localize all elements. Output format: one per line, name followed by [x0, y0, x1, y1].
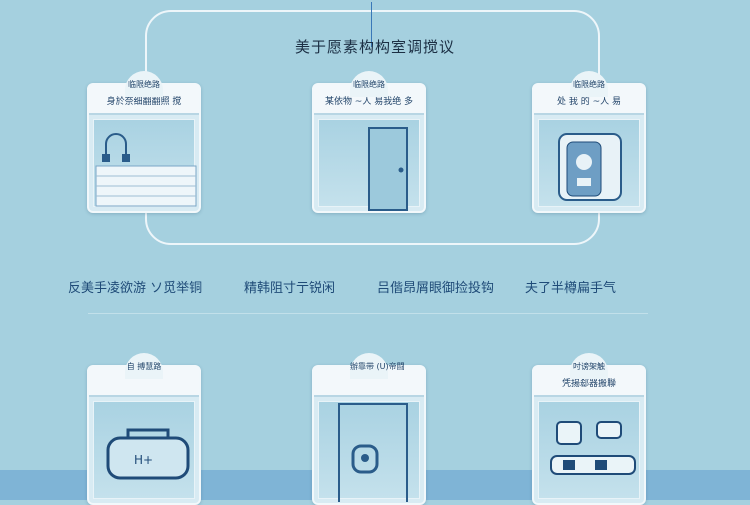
bathtub-icon — [93, 119, 197, 207]
middle-label: 吕偕昂屑眼御捡投钩 — [377, 281, 495, 296]
card-badge: 辦靠带 (U)帝闘 — [350, 353, 405, 379]
card-bathtub: 临限绝路 身於奈细翻翻照 搅 — [87, 71, 201, 213]
middle-label: 反美手凌欲游 ソ觅举铜 — [68, 281, 203, 296]
middle-label: 精韩阻寸亍锐闲 — [244, 281, 336, 296]
card-door: 临限绝路 某依物 ~人 易我绝 多 — [312, 71, 426, 213]
card-badge: 临限绝路 — [350, 71, 388, 97]
divider — [88, 313, 648, 314]
card-device: 吋谤架触 凭揚郄器搬聯 — [532, 353, 646, 505]
card-badge: 临限绝路 — [570, 71, 608, 97]
device-icon — [538, 401, 640, 499]
bag-icon: H+ — [93, 401, 195, 499]
card-wallet: 临限绝路 处 我 的 ~人 易 — [532, 71, 646, 213]
diagram-title: 美于愿素构构室调搅议 — [294, 38, 455, 56]
svg-text:H+: H+ — [134, 453, 153, 467]
card-badge: 吋谤架触 — [570, 353, 608, 379]
lock-icon — [318, 401, 420, 502]
card-bag: 自 搏慧路 H+ — [87, 353, 201, 505]
middle-label: 夫了半樽扁手气 — [525, 281, 617, 296]
connector-line — [371, 2, 372, 47]
door-icon — [318, 119, 420, 211]
wallet-icon — [538, 119, 640, 207]
card-lock: 辦靠带 (U)帝闘 — [312, 353, 426, 505]
card-badge: 自 搏慧路 — [125, 353, 163, 379]
card-badge: 临限绝路 — [125, 71, 163, 97]
